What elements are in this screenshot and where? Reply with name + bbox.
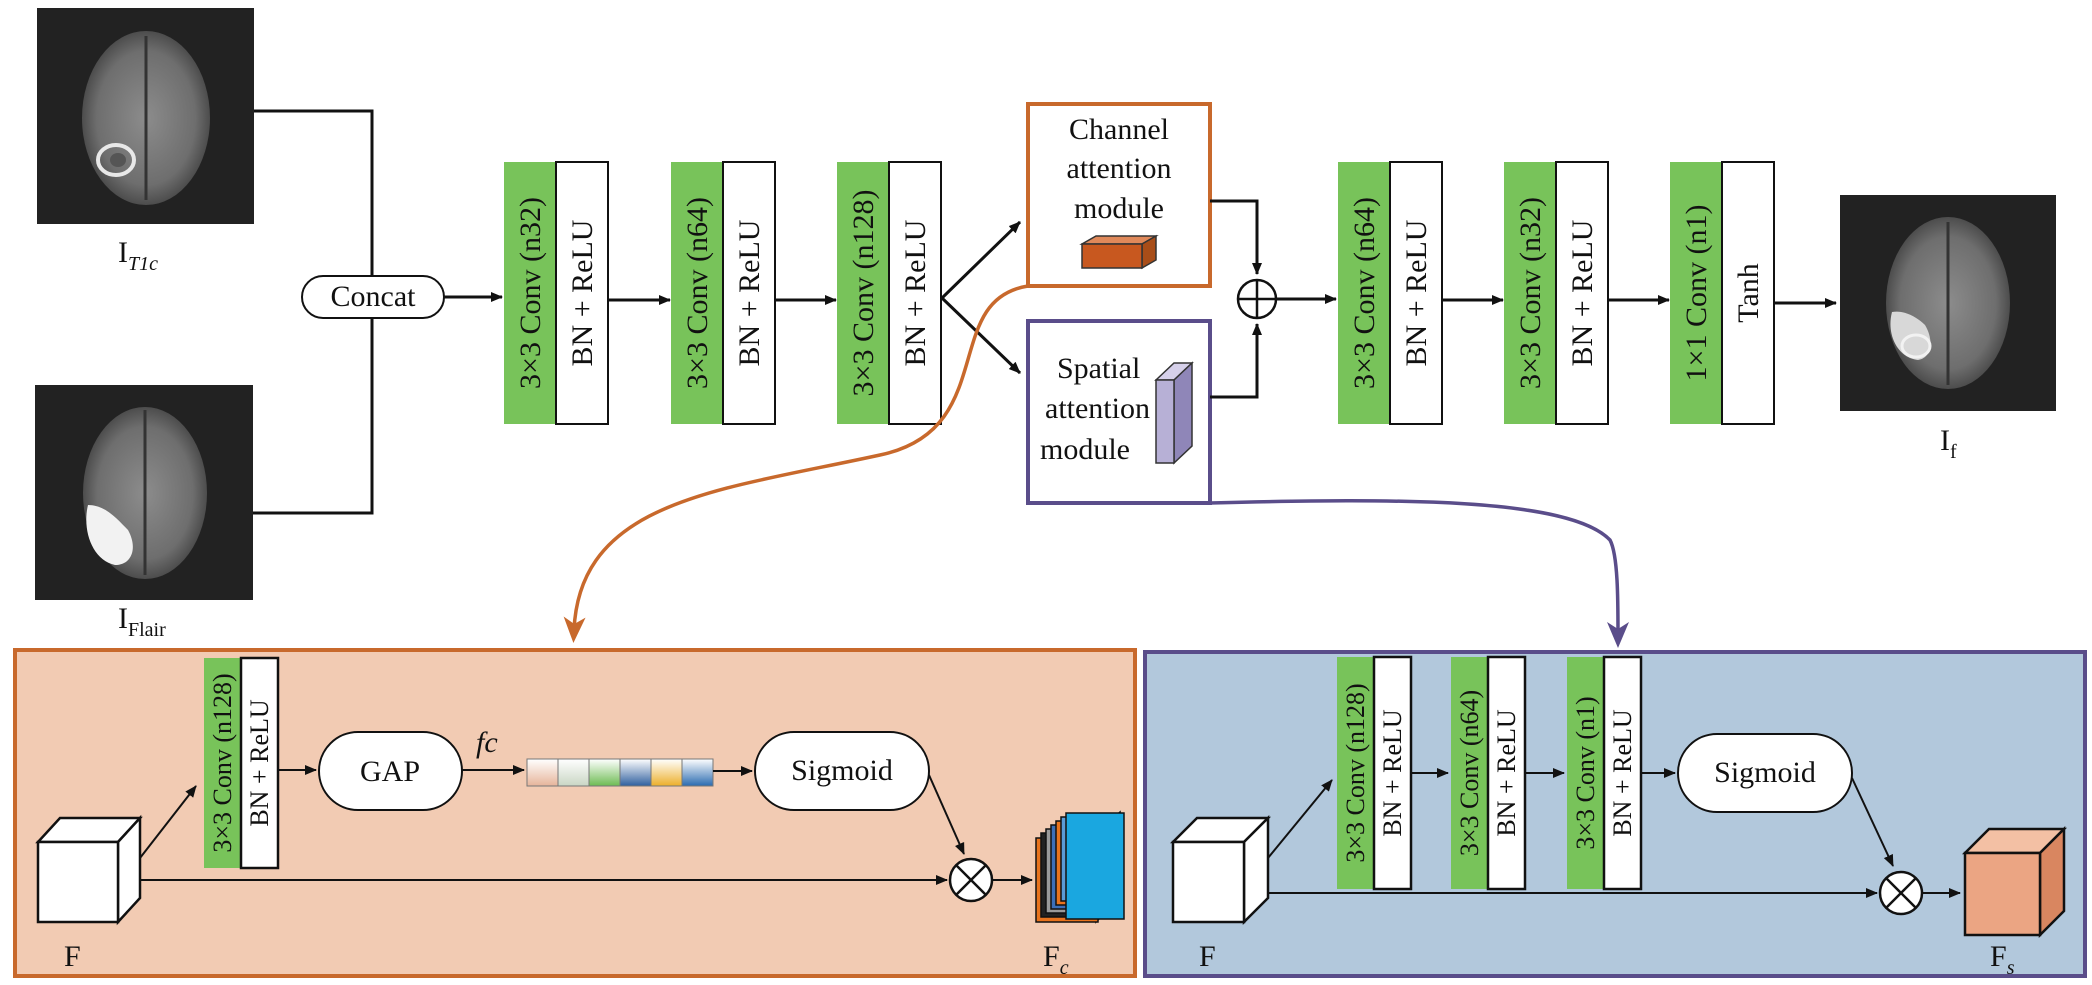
encoder-act-label: BN + ReLU (733, 219, 766, 366)
fused-output-image (1840, 195, 2056, 411)
channel-input-cube (35, 814, 143, 926)
channel-multiply-operator (948, 857, 994, 903)
flair-label: IFlair (118, 602, 166, 641)
spatial-module-line2: attention (1045, 392, 1150, 425)
channel-sigmoid-label: Sigmoid (791, 754, 893, 787)
encoder-conv-label: 3×3 Conv (n128) (847, 190, 880, 397)
gap-label: GAP (360, 755, 420, 788)
spatial-cube-icon (1154, 361, 1194, 465)
output-label: If (1940, 424, 1957, 463)
encoder-block-2: 3×3 Conv (n64) BN + ReLU (671, 161, 776, 425)
channel-cube-icon (1079, 234, 1159, 270)
encoder-conv-label: 3×3 Conv (n64) (681, 197, 714, 389)
channel-detail-connector (563, 284, 1029, 643)
decoder-block-1: 3×3 Conv (n64) BN + ReLU (1338, 161, 1443, 425)
decoder-conv-label: 3×3 Conv (n64) (1348, 197, 1381, 389)
spatial-input-label: F (1199, 940, 1216, 973)
spatial-detail-connector (1209, 499, 1629, 648)
encoder-act-label: BN + ReLU (899, 219, 932, 366)
spatial-act-label: BN + ReLU (1378, 709, 1407, 837)
channel-module-line1: Channel (1069, 113, 1169, 146)
decoder-block-3: 1×1 Conv (n1) Tanh (1670, 161, 1775, 425)
encoder-act-label: BN + ReLU (566, 219, 599, 366)
spatial-conv-block-3: 3×3 Conv (n1) BN + ReLU (1567, 655, 1643, 891)
sum-operator (1236, 278, 1278, 320)
spatial-multiply-operator (1878, 870, 1924, 916)
channel-output-label: Fc (1043, 940, 1069, 979)
channel-module-line3: module (1074, 192, 1164, 225)
encoder-block-1: 3×3 Conv (n32) BN + ReLU (504, 161, 609, 425)
decoder-act-label: BN + ReLU (1400, 219, 1433, 366)
decoder-act-label: Tanh (1732, 263, 1765, 323)
spatial-to-sum-arrow (1210, 323, 1262, 399)
spatial-conv-block-2: 3×3 Conv (n64) BN + ReLU (1451, 655, 1527, 891)
channel-input-label: F (64, 940, 81, 973)
spatial-conv-block-1: 3×3 Conv (n128) BN + ReLU (1337, 655, 1413, 891)
arrow (1267, 779, 1333, 859)
spatial-act-label: BN + ReLU (1492, 709, 1521, 837)
arrow (139, 785, 197, 859)
spatial-attention-module: Spatial attention module (1026, 319, 1212, 505)
decoder-conv-label: 1×1 Conv (n1) (1680, 205, 1713, 382)
channel-attention-module: Channel attention module (1026, 102, 1212, 288)
branch-arrow-spatial (940, 296, 1022, 375)
spatial-attention-detail-panel: F 3×3 Conv (n128) BN + ReLU 3×3 Conv (n6… (1143, 650, 2087, 979)
channel-conv-block: 3×3 Conv (n128) BN + ReLU (204, 656, 280, 870)
spatial-module-line3: module (1040, 433, 1130, 466)
channel-conv-label: 3×3 Conv (n128) (208, 673, 237, 852)
channel-act-label: BN + ReLU (245, 699, 274, 827)
flair-input-image (35, 385, 253, 600)
t1c-label: IT1c (118, 236, 158, 275)
spatial-sigmoid-label: Sigmoid (1714, 756, 1816, 789)
channel-weight-vector (526, 758, 714, 787)
arrow (1851, 777, 1894, 867)
spatial-sigmoid-node (1677, 733, 1853, 813)
channel-output-stack (1035, 810, 1125, 924)
concat-label: Concat (331, 280, 417, 313)
spatial-conv-label: 3×3 Conv (n128) (1341, 683, 1370, 862)
spatial-input-cube (1169, 814, 1272, 926)
decoder-block-2: 3×3 Conv (n32) BN + ReLU (1504, 161, 1609, 425)
spatial-conv-label: 3×3 Conv (n64) (1455, 690, 1484, 856)
spatial-act-label: BN + ReLU (1608, 709, 1637, 837)
spatial-output-cube (1961, 825, 2068, 939)
branch-arrow-channel (940, 220, 1022, 300)
spatial-module-line1: Spatial (1057, 352, 1140, 385)
decoder-act-label: BN + ReLU (1566, 219, 1599, 366)
decoder-conv-label: 3×3 Conv (n32) (1514, 197, 1547, 389)
arrow (928, 774, 965, 855)
channel-sigmoid-node (754, 731, 930, 811)
channel-module-line2: attention (1067, 152, 1172, 185)
spatial-output-label: Fs (1990, 940, 2015, 979)
channel-to-sum-arrow (1210, 199, 1262, 275)
t1c-input-image (37, 8, 254, 224)
encoder-block-3: 3×3 Conv (n128) BN + ReLU (837, 161, 942, 425)
fc-label: fc (476, 726, 498, 759)
spatial-conv-label: 3×3 Conv (n1) (1571, 696, 1600, 849)
channel-attention-detail-panel: F 3×3 Conv (n128) BN + ReLU GAP fc Sigmo… (13, 648, 1137, 979)
encoder-conv-label: 3×3 Conv (n32) (514, 197, 547, 389)
